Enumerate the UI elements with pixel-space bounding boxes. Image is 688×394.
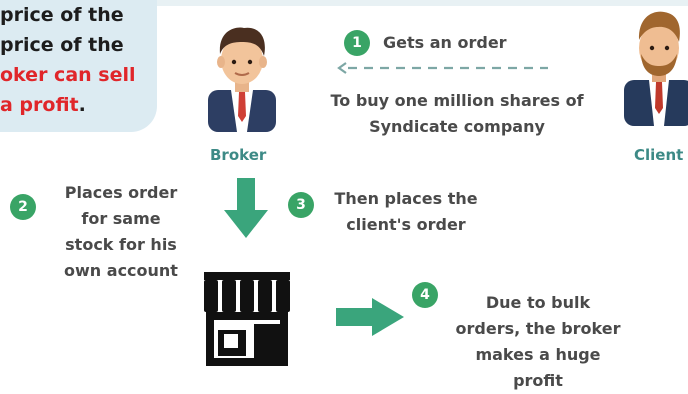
- step-3-badge: 3: [288, 192, 314, 218]
- arrow-down-icon: [224, 178, 268, 238]
- callout-box: price of the price of the oker can sell …: [0, 0, 157, 132]
- step-2-line-2: for same: [81, 209, 161, 228]
- callout-line-4-text: a profit: [0, 94, 79, 116]
- callout-line-3: oker can sell: [0, 64, 136, 86]
- order-detail-text: To buy one million shares of Syndicate c…: [316, 88, 598, 140]
- step-2-line-4: own account: [64, 261, 178, 280]
- step-2-badge: 2: [10, 194, 36, 220]
- client-icon: [624, 11, 688, 126]
- step-4-badge: 4: [412, 282, 438, 308]
- callout-line-2: price of the: [0, 34, 124, 56]
- step-3-text: Then places the client's order: [330, 186, 482, 238]
- order-detail-line-1: To buy one million shares of: [330, 91, 584, 110]
- store-icon: [204, 272, 290, 366]
- step-2-text: Places order for same stock for his own …: [54, 180, 188, 284]
- broker-label: Broker: [210, 146, 267, 164]
- top-band: [0, 0, 688, 6]
- step-4-line-2: orders, the broker: [455, 319, 621, 338]
- arrow-right-icon: [336, 298, 404, 336]
- step-1-line: Gets an order: [383, 33, 507, 52]
- dashed-arrow-left-icon: [337, 62, 548, 74]
- step-4-line-3: makes a huge: [475, 345, 601, 364]
- callout-line-4-period: .: [78, 94, 86, 116]
- client-label: Client: [634, 146, 684, 164]
- step-4-text: Due to bulk orders, the broker makes a h…: [446, 290, 630, 394]
- step-4-line-4: profit: [513, 371, 563, 390]
- callout-line-4: a profit.: [0, 94, 86, 116]
- step-1-text: Gets an order: [383, 30, 507, 56]
- order-detail-line-2: Syndicate company: [369, 117, 545, 136]
- step-3-line-2: client's order: [346, 215, 466, 234]
- step-1-badge: 1: [344, 30, 370, 56]
- step-4-line-1: Due to bulk: [485, 293, 591, 312]
- step-3-line-1: Then places the: [334, 189, 478, 208]
- callout-line-1: price of the: [0, 4, 124, 26]
- step-2-line-1: Places order: [64, 183, 178, 202]
- step-2-line-3: stock for his: [65, 235, 177, 254]
- broker-icon: [208, 27, 276, 132]
